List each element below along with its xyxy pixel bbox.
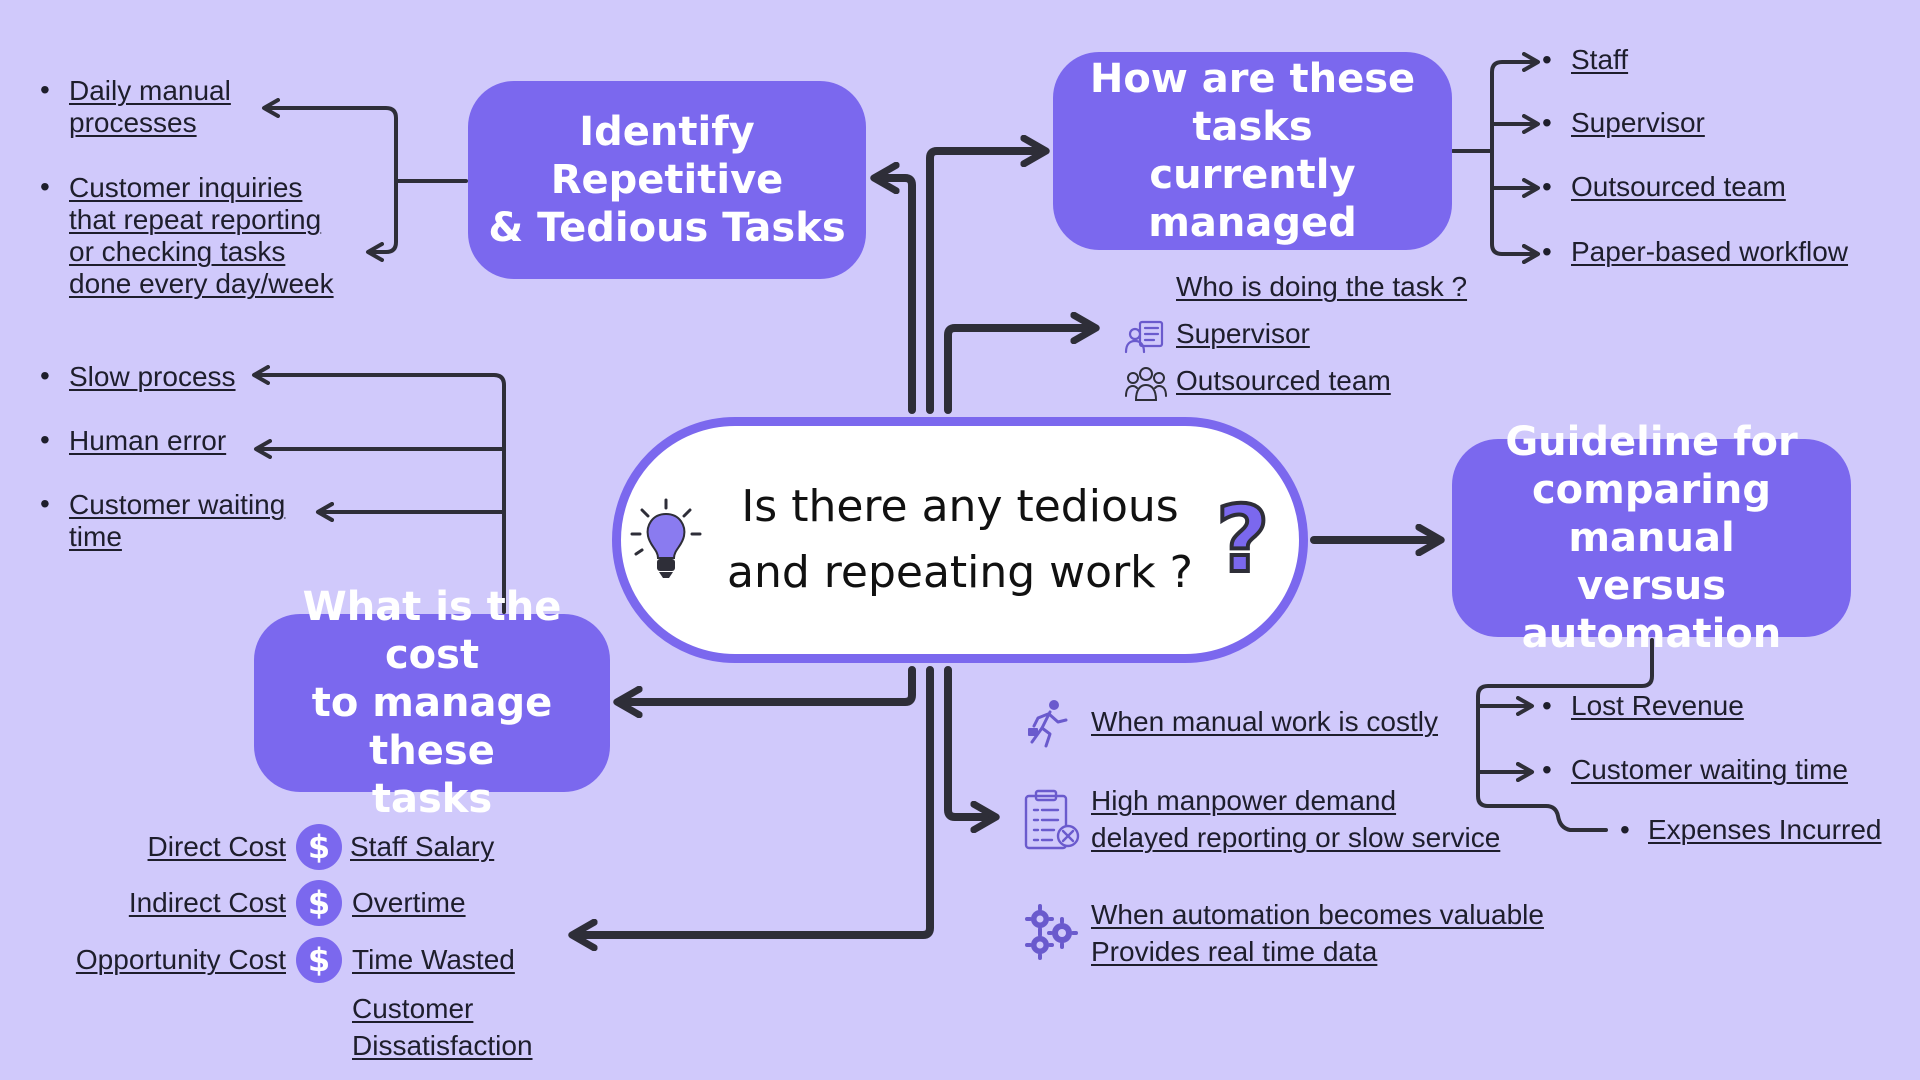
who-item-outsourced[interactable]: Outsourced team xyxy=(1176,365,1391,396)
identify-item-daily-manual[interactable]: Daily manual processes xyxy=(69,75,231,139)
guideline-item-expenses[interactable]: Expenses Incurred xyxy=(1648,814,1882,845)
gears-icon xyxy=(1025,904,1078,960)
bullet: • xyxy=(40,74,50,105)
central-line2: and repeating work ? xyxy=(726,547,1194,598)
slow-item-line2: time xyxy=(69,521,122,552)
guideline-line1: Guideline for xyxy=(1505,419,1798,465)
central-question-node: Is there any tedious and repeating work … xyxy=(612,417,1308,663)
how-item-outsourced[interactable]: Outsourced team xyxy=(1571,171,1786,202)
cost-item-salary[interactable]: Staff Salary xyxy=(350,831,495,862)
consideration-valuable[interactable]: When automation becomes valuable Provide… xyxy=(1091,896,1544,970)
bullet: • xyxy=(40,171,50,202)
bullet: • xyxy=(1542,171,1552,202)
identify-item-line4: done every day/week xyxy=(69,268,334,299)
bullet: • xyxy=(1542,754,1552,785)
cost-type-indirect[interactable]: Indirect Cost xyxy=(128,887,286,918)
question-mark-icon: ? xyxy=(1214,486,1271,593)
consideration-costly[interactable]: When manual work is costly xyxy=(1091,706,1439,737)
identify-line1: Identify Repetitive xyxy=(550,109,784,203)
manpower-line2: delayed reporting or slow service xyxy=(1091,822,1501,853)
who-question[interactable]: Who is doing the task ? xyxy=(1176,271,1468,302)
how-item-staff[interactable]: Staff xyxy=(1571,44,1629,75)
valuable-line2: Provides real time data xyxy=(1091,936,1378,967)
consideration-manpower[interactable]: High manpower demand delayed reporting o… xyxy=(1091,782,1500,856)
slow-item-line1: Customer waiting xyxy=(69,489,286,520)
bullet: • xyxy=(1542,690,1552,721)
guideline-line3: versus automation xyxy=(1521,563,1782,657)
how-line2: currently managed xyxy=(1148,152,1357,246)
who-item-supervisor[interactable]: Supervisor xyxy=(1176,318,1310,349)
identify-tasks-node: Identify Repetitive& Tedious Tasks xyxy=(468,81,866,279)
central-question: Is there any tedious and repeating work … xyxy=(727,474,1193,606)
cost-line1: What is the cost xyxy=(302,584,562,678)
bullet: • xyxy=(1542,107,1552,138)
dollar-icon: $ xyxy=(296,937,342,983)
dissatisfaction-line2: Dissatisfaction xyxy=(352,1030,533,1061)
cost-item-overtime[interactable]: Overtime xyxy=(352,887,466,918)
cost-item-time-wasted[interactable]: Time Wasted xyxy=(352,944,515,975)
running-person-icon xyxy=(1028,700,1068,748)
guideline-line2: comparing manual xyxy=(1531,467,1772,561)
valuable-line1: When automation becomes valuable xyxy=(1091,899,1544,930)
guideline-item-customer-waiting[interactable]: Customer waiting time xyxy=(1571,754,1848,785)
bullet: • xyxy=(40,424,50,455)
central-line1: Is there any tedious xyxy=(741,481,1179,532)
cost-line3: tasks xyxy=(371,776,493,822)
supervisor-icon xyxy=(1124,320,1164,354)
cost-item-dissatisfaction[interactable]: Customer Dissatisfaction xyxy=(352,990,533,1064)
bullet: • xyxy=(1542,236,1552,267)
cost-line2: to manage these xyxy=(311,680,553,774)
slow-item-customer-waiting[interactable]: Customer waiting time xyxy=(69,489,285,553)
clipboard-icon xyxy=(1024,789,1080,850)
slow-item-slow-process[interactable]: Slow process xyxy=(69,361,236,392)
manpower-line1: High manpower demand xyxy=(1091,785,1397,816)
team-icon xyxy=(1125,367,1167,401)
identify-item-line1: Customer inquiries xyxy=(69,172,303,203)
identify-item-line2: that repeat reporting xyxy=(69,204,322,235)
dissatisfaction-line1: Customer xyxy=(352,993,474,1024)
bullet: • xyxy=(1620,814,1630,845)
identify-item-customer-inquiries[interactable]: Customer inquiries that repeat reporting… xyxy=(69,172,334,300)
how-item-paper-workflow[interactable]: Paper-based workflow xyxy=(1571,236,1849,267)
how-item-supervisor[interactable]: Supervisor xyxy=(1571,107,1705,138)
identify-item-line2: processes xyxy=(69,107,197,138)
identify-item-line1: Daily manual xyxy=(69,75,231,106)
slow-item-human-error[interactable]: Human error xyxy=(69,425,227,456)
identify-item-line3: or checking tasks xyxy=(69,236,286,267)
identify-line2: & Tedious Tasks xyxy=(488,205,846,251)
cost-type-opportunity[interactable]: Opportunity Cost xyxy=(75,944,286,975)
cost-type-direct[interactable]: Direct Cost xyxy=(147,831,286,862)
dollar-icon: $ xyxy=(296,824,342,870)
how-line1: How are these tasks xyxy=(1089,56,1416,150)
lightbulb-icon xyxy=(630,498,702,578)
bullet: • xyxy=(40,360,50,391)
bullet: • xyxy=(40,488,50,519)
dollar-icon: $ xyxy=(296,880,342,926)
bullet: • xyxy=(1542,44,1552,75)
guideline-item-lost-revenue[interactable]: Lost Revenue xyxy=(1571,690,1744,721)
